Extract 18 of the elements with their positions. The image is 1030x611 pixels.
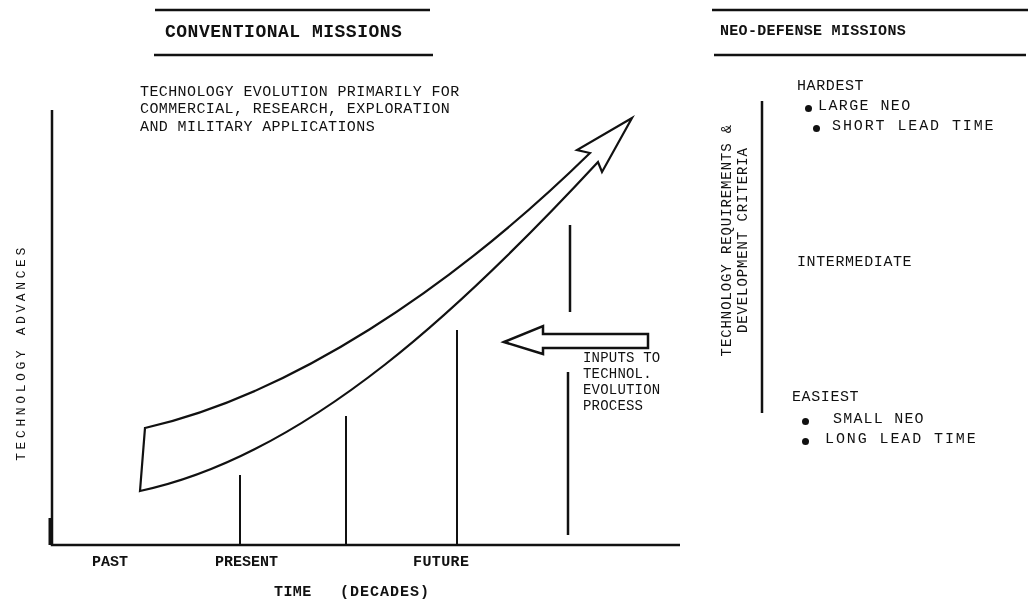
axis-tick-label: FUTURE [413, 554, 471, 572]
axis-title: (DECADES) [340, 584, 431, 602]
axis-label: TECHNOLOGY ADVANCES [14, 242, 30, 463]
list-item: LONG LEAD TIME [825, 431, 979, 449]
level-label: INTERMEDIATE [797, 254, 914, 272]
section-heading: CONVENTIONAL MISSIONS [165, 22, 404, 43]
section-heading: NEO-DEFENSE MISSIONS [720, 23, 908, 41]
list-item: LARGE NEO [818, 98, 913, 116]
list-item: SMALL NEO [833, 411, 926, 429]
axis-label: TECHNOLOGY REQUIREMENTS & DEVELOPMENT CRITERIA [718, 122, 752, 359]
axis-tick-label: PAST [92, 554, 129, 572]
annotation-text: TECHNOLOGY EVOLUTION PRIMARILY FOR COMMERCIAL, RESEARCH, EXPLORATION AND MILITARY APPLICATIONS [140, 84, 461, 136]
level-label: EASIEST [792, 389, 861, 407]
axis-tick-label: PRESENT [215, 554, 279, 572]
level-label: HARDEST [797, 78, 866, 96]
axis-title: TIME [274, 584, 313, 602]
annotation-text: INPUTS TO TECHNOL. EVOLUTION PROCESS [583, 350, 662, 415]
list-item: SHORT LEAD TIME [832, 118, 997, 136]
